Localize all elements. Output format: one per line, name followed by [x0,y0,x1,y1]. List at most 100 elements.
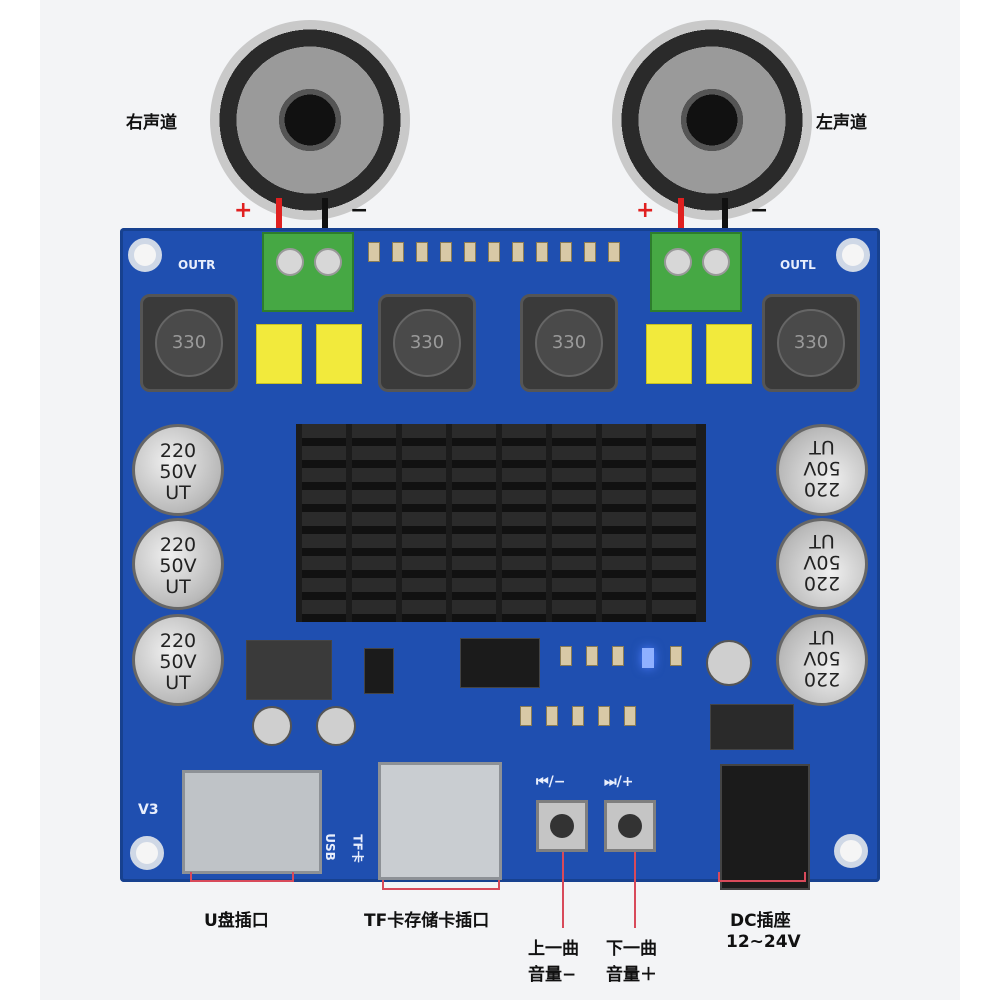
cap-value: 220 [803,668,841,690]
mount-hole-tl [128,238,162,272]
smd-resistor [488,242,500,262]
right-minus-sign: − [350,198,369,223]
button-cap [618,814,642,838]
mosfet [364,648,394,694]
outl-silk: OUTL [780,258,816,272]
status-led [642,648,654,668]
inductor-label: 330 [535,309,603,377]
film-capacitor [646,324,692,384]
smd-resistor [608,242,620,262]
film-capacitor [706,324,752,384]
smd-resistor [572,706,584,726]
cap-voltage: 50V [159,461,197,483]
mount-hole-tr [836,238,870,272]
smd-resistor [368,242,380,262]
smd-resistor [624,706,636,726]
next-button-callout-line [634,852,636,928]
film-capacitor [256,324,302,384]
heatsink-fin [552,424,596,622]
dc-callout-bracket-end [804,872,806,882]
tf-card-slot-label: TF卡存储卡插口 [364,911,490,931]
next-button-label-line1: 下一曲 [606,939,657,959]
inductor-label: 330 [155,309,223,377]
inductor-3: 330 [520,294,618,392]
prev-button-silk: ⏮/− [536,774,566,790]
usb-port-label: U盘插口 [204,911,269,931]
mount-hole-br [834,834,868,868]
tf-silk: TF卡 [350,834,365,863]
small-electrolytic [706,640,752,686]
inductor-label: 330 [777,309,845,377]
smd-resistor [464,242,476,262]
screw [702,248,730,276]
smd-resistor [546,706,558,726]
prev-button-callout-line [562,852,564,928]
next-button-label-line2: 音量＋ [606,965,657,985]
smd-resistor [670,646,682,666]
next-button-silk: ⏭/+ [604,774,634,790]
heatsink-fin [302,424,346,622]
film-capacitor [316,324,362,384]
heatsink-fin [502,424,546,622]
usb-callout-bracket-end [292,872,294,882]
outr-silk: OUTR [178,258,216,272]
usb-port[interactable] [182,770,322,874]
electrolytic-capacitor-l3: 220 50V UT [132,614,224,706]
cap-voltage: 50V [159,555,197,577]
prev-button-label-line2: 音量− [528,965,577,985]
cap-brand: UT [165,482,191,504]
small-electrolytic [316,706,356,746]
smd-resistor [536,242,548,262]
prev-volume-down-button[interactable] [536,800,588,852]
cap-value: 220 [803,478,841,500]
button-cap [550,814,574,838]
right-minus-wire [322,198,328,238]
cap-value: 220 [159,440,197,462]
heatsink-fin [352,424,396,622]
smd-resistor [560,242,572,262]
screw [664,248,692,276]
cap-value: 220 [159,630,197,652]
left-minus-wire [722,198,728,238]
smd-resistor [392,242,404,262]
right-terminal [262,232,354,312]
cap-brand: UT [165,576,191,598]
right-plus-wire [276,198,282,238]
diode [710,704,794,750]
right-speaker [210,20,410,220]
cap-value: 220 [159,534,197,556]
smd-resistor [440,242,452,262]
next-volume-up-button[interactable] [604,800,656,852]
dc-jack-label-line1: DC插座 [730,911,791,931]
usb-callout-bracket [190,880,294,882]
smd-resistor [520,706,532,726]
mount-hole-bl [130,836,164,870]
dc-callout-bracket [718,880,806,882]
cap-voltage: 50V [803,551,841,573]
usb-callout-bracket-end [190,872,192,882]
smd-resistor [512,242,524,262]
tf-card-slot[interactable] [378,762,502,880]
cap-voltage: 50V [803,647,841,669]
tf-callout-bracket [382,888,500,890]
electrolytic-capacitor-l2: 220 50V UT [132,518,224,610]
left-plus-sign: + [636,198,655,223]
electrolytic-capacitor-r1: 220 50V UT [776,424,868,516]
inductor-4: 330 [762,294,860,392]
heatsink-fin [402,424,446,622]
cap-value: 220 [803,572,841,594]
voltage-regulator [246,640,332,700]
smd-resistor [586,646,598,666]
dc-power-jack[interactable] [720,764,810,890]
decoder-ic [460,638,540,688]
amplifier-board: OUTR OUTL V3 330 330 330 330 220 50V UT … [120,228,880,890]
smd-resistor [584,242,596,262]
heatsink [296,424,706,622]
electrolytic-capacitor-r2: 220 50V UT [776,518,868,610]
smd-resistor [598,706,610,726]
smd-resistor [612,646,624,666]
cap-brand: UT [809,436,835,458]
cap-voltage: 50V [159,651,197,673]
cap-brand: UT [165,672,191,694]
left-plus-wire [678,198,684,238]
